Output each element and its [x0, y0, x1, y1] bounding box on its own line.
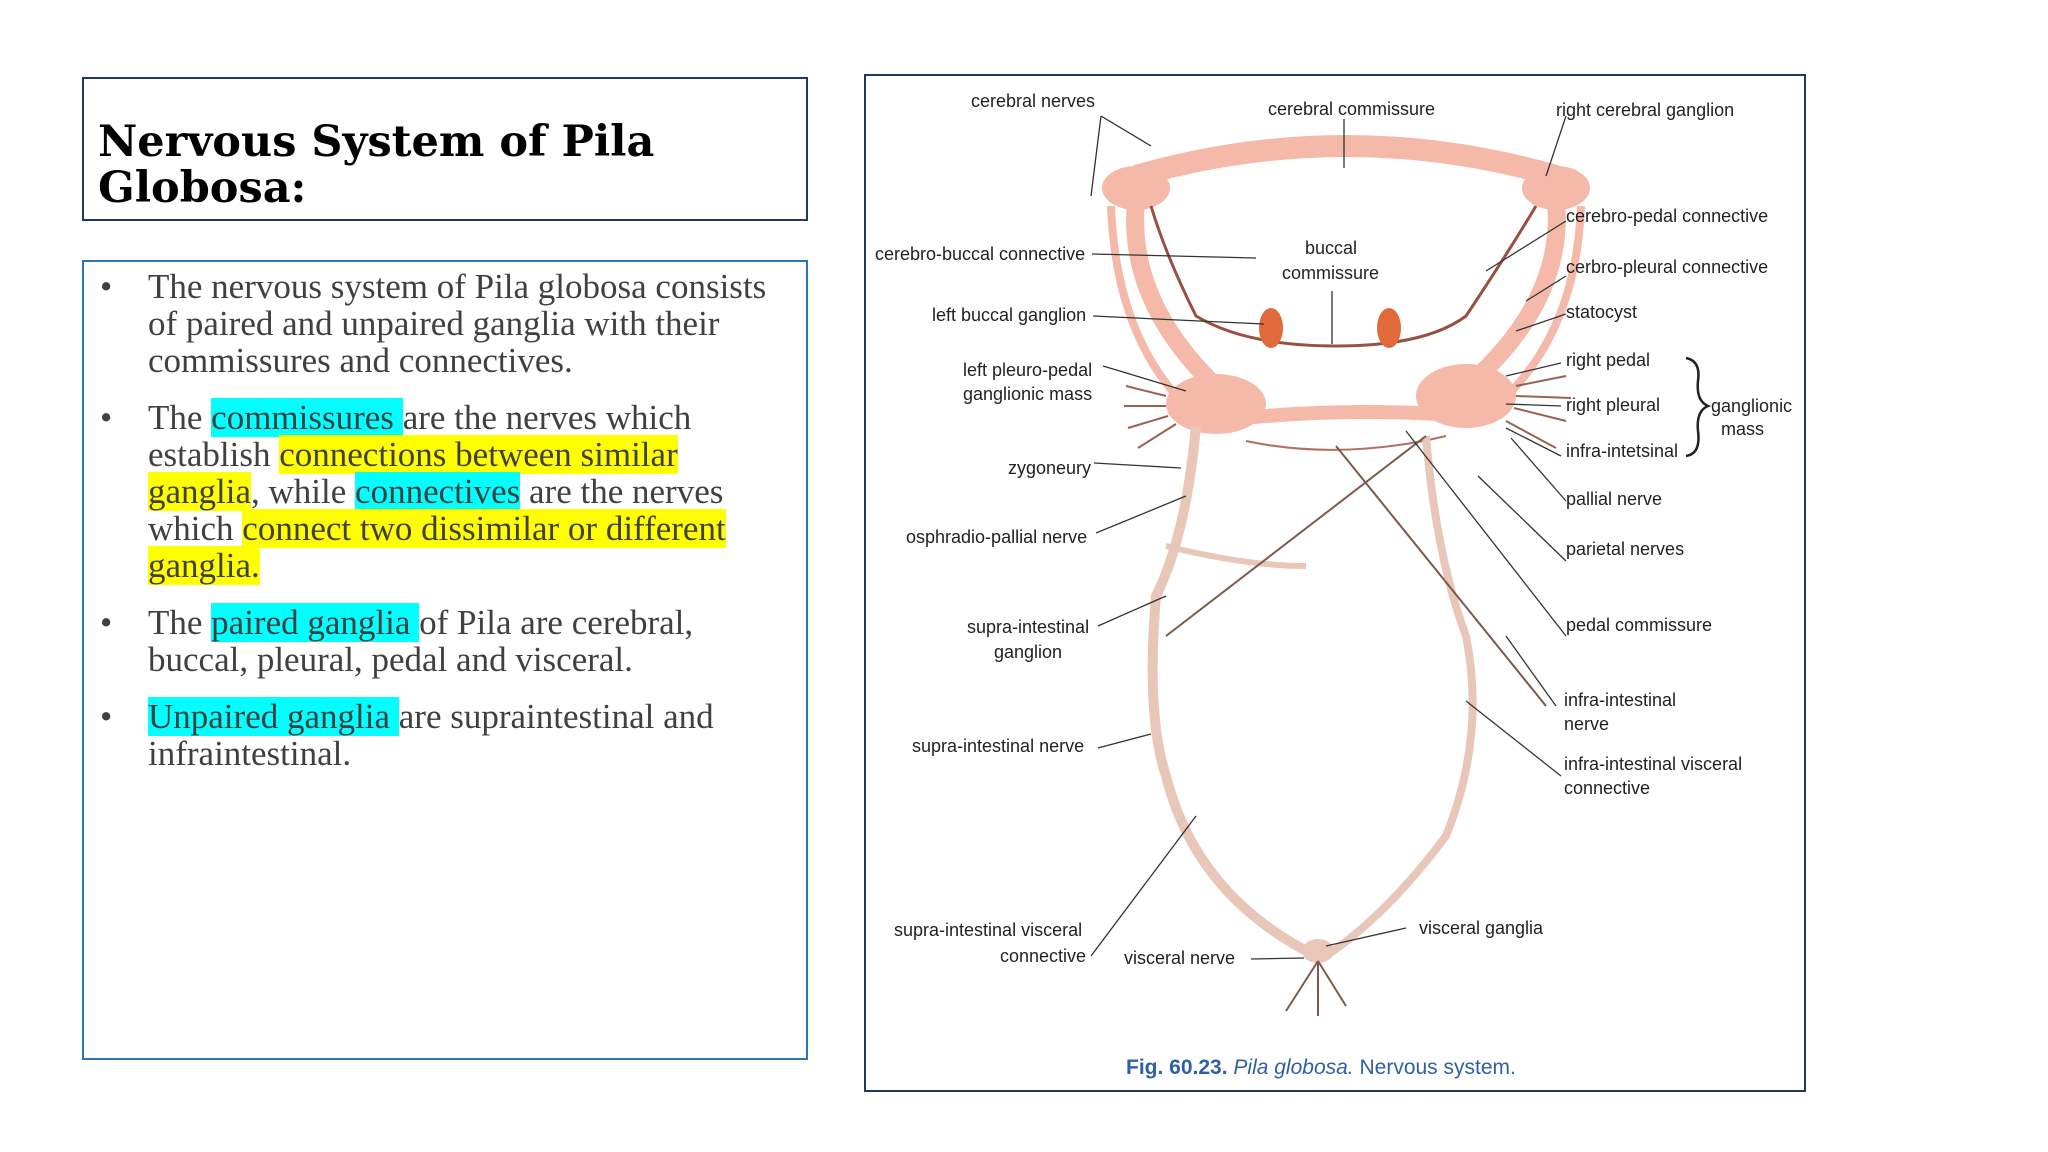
- label-leaders: [1090, 115, 1567, 960]
- supra-intestinal-connective: [1147, 425, 1319, 961]
- label-infra-intestinal-nerve-1: infra-intestinal: [1564, 690, 1676, 710]
- label-supra-intestinal-nerve: supra-intestinal nerve: [912, 736, 1084, 756]
- label-visceral-nerve: visceral nerve: [1124, 948, 1235, 968]
- label-supra-visceral-1: supra-intestinal visceral: [894, 920, 1082, 940]
- label-supra-intestinal-ganglion-2: ganglion: [994, 642, 1062, 662]
- label-right-cerebral-ganglion: right cerebral ganglion: [1556, 100, 1734, 120]
- label-zygoneury: zygoneury: [1008, 458, 1091, 478]
- pedal-commissure-shape: [1215, 405, 1467, 428]
- infra-intestinal-connective: [1323, 435, 1477, 960]
- label-buccal-commissure-1: buccal: [1305, 238, 1357, 258]
- label-left-pleuro-pedal-1: left pleuro-pedal: [963, 360, 1092, 380]
- label-infra-intestinal-nerve-2: nerve: [1564, 714, 1609, 734]
- right-buccal-ganglion: [1377, 308, 1401, 348]
- bullet-item-4: •Unpaired ganglia are supraintestinal an…: [100, 697, 714, 773]
- label-pedal-commissure: pedal commissure: [1566, 615, 1712, 635]
- content-box: •The nervous system of Pila globosa cons…: [82, 260, 808, 1060]
- buccal-commissure-shape: [1149, 205, 1538, 348]
- label-supra-visceral-2: connective: [1000, 946, 1086, 966]
- bullet-item-2: •The commissures are the nerves which es…: [100, 398, 726, 585]
- label-mass: mass: [1721, 419, 1764, 439]
- left-cerebral-ganglion: [1102, 166, 1170, 210]
- cerebral-commissure-shape: [1132, 135, 1560, 187]
- label-pallial-nerve: pallial nerve: [1566, 489, 1662, 509]
- left-pleuro-pedal-mass: [1166, 374, 1266, 434]
- label-buccal-commissure-2: commissure: [1282, 263, 1379, 283]
- visceral-ganglia-shape: [1302, 939, 1334, 963]
- title-line-1: Nervous System of Pila: [98, 117, 655, 167]
- label-cerbro-pleural-connective: cerbro-pleural connective: [1566, 257, 1768, 277]
- left-buccal-ganglion: [1259, 308, 1283, 348]
- highlight-paired-ganglia: paired ganglia: [211, 603, 420, 642]
- nervous-system-figure: cerebral nerves cerebral commissure righ…: [864, 74, 1806, 1092]
- label-infra-visceral-1: infra-intestinal visceral: [1564, 754, 1742, 774]
- label-statocyst: statocyst: [1566, 302, 1637, 322]
- label-osphradio-pallial-nerve: osphradio-pallial nerve: [906, 527, 1087, 547]
- label-left-buccal-ganglion: left buccal ganglion: [932, 305, 1086, 325]
- label-infra-visceral-2: connective: [1564, 778, 1650, 798]
- label-cerebro-pedal-connective: cerebro-pedal connective: [1566, 206, 1768, 226]
- label-right-pleural: right pleural: [1566, 395, 1660, 415]
- label-cerebral-commissure: cerebral commissure: [1268, 99, 1435, 119]
- highlight-connectives: connectives: [355, 472, 521, 511]
- label-infra-intetsinal: infra-intetsinal: [1566, 441, 1678, 461]
- label-left-pleuro-pedal-2: ganglionic mass: [963, 384, 1092, 404]
- label-cerebral-nerves: cerebral nerves: [971, 91, 1095, 111]
- diagram-svg: cerebral nerves cerebral commissure righ…: [875, 91, 1792, 1079]
- figure-caption: Fig. 60.23. Pila globosa. Nervous system…: [1126, 1056, 1516, 1079]
- label-right-pedal: right pedal: [1566, 350, 1650, 370]
- left-cerebro-pedal-connective: [1126, 200, 1233, 403]
- bullet-list: •The nervous system of Pila globosa cons…: [96, 268, 786, 772]
- right-cerebral-ganglion: [1522, 166, 1590, 210]
- label-cerebro-buccal-connective: cerebro-buccal connective: [875, 244, 1085, 264]
- bullet-item-3: •The paired ganglia of Pila are cerebral…: [100, 603, 694, 679]
- label-supra-intestinal-ganglion-1: supra-intestinal: [967, 617, 1089, 637]
- label-visceral-ganglia: visceral ganglia: [1419, 918, 1544, 938]
- label-parietal-nerves: parietal nerves: [1566, 539, 1684, 559]
- ganglionic-mass-brace: [1685, 356, 1712, 458]
- bullet-item-1: •The nervous system of Pila globosa cons…: [100, 267, 767, 380]
- highlight-commissures: commissures: [211, 398, 403, 437]
- highlight-unpaired-ganglia: Unpaired ganglia: [148, 697, 399, 736]
- pedal-nerves: [1124, 375, 1572, 449]
- title-line-2: Globosa:: [98, 163, 307, 213]
- label-ganglionic: ganglionic: [1711, 396, 1792, 416]
